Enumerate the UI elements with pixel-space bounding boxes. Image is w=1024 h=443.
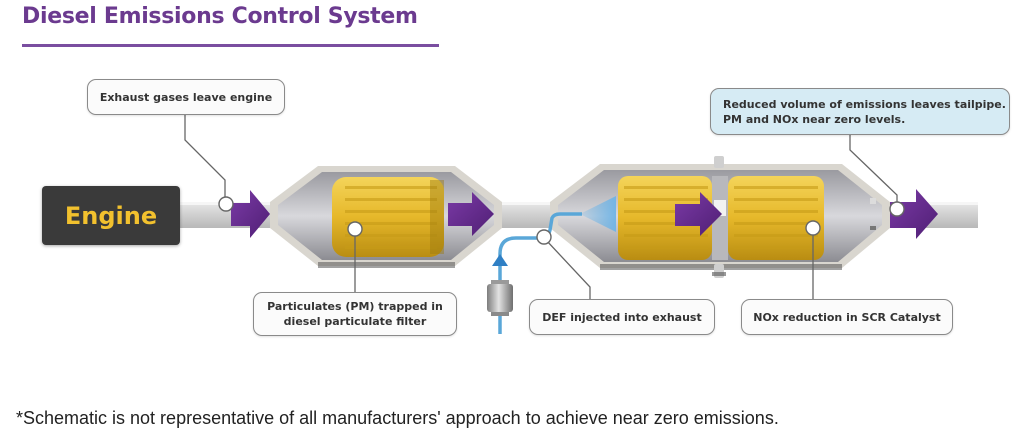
flow-arrow-4-icon	[890, 189, 938, 239]
callout-tailpipe-line2: PM and NOx near zero levels.	[723, 112, 906, 126]
marker-exhaust-out	[218, 196, 234, 212]
callout-def-injected: DEF injected into exhaust	[529, 299, 715, 335]
flow-arrow-2-icon	[448, 192, 494, 236]
def-spray	[580, 196, 616, 232]
marker-scr	[805, 220, 821, 236]
callout-def-injected-text: DEF injected into exhaust	[542, 310, 702, 324]
tailpipe-clamp	[870, 198, 876, 230]
callout-dpf: Particulates (PM) trapped in diesel part…	[253, 292, 457, 336]
def-flow-arrow-icon	[492, 254, 508, 266]
dpf-canister	[270, 166, 502, 268]
page-title: Diesel Emissions Control System	[22, 4, 418, 29]
callout-dpf-line1: Particulates (PM) trapped in	[267, 300, 443, 313]
callout-scr-reduction: NOx reduction in SCR Catalyst	[741, 299, 953, 335]
leader-lines	[184, 113, 898, 300]
injector-icon	[487, 284, 513, 312]
scr-catalyst-core-2	[728, 176, 824, 260]
flow-arrow-1-icon	[231, 190, 270, 238]
callout-dpf-line2: diesel particulate filter	[283, 315, 427, 328]
scr-catalyst-core-1	[618, 176, 712, 260]
engine-label: Engine	[64, 201, 158, 230]
marker-tailpipe	[889, 201, 905, 217]
callout-exhaust-leave: Exhaust gases leave engine	[87, 79, 285, 115]
emissions-schematic	[178, 113, 978, 334]
callout-exhaust-leave-text: Exhaust gases leave engine	[99, 90, 273, 104]
footnote: *Schematic is not representative of all …	[16, 408, 779, 428]
scr-canister	[550, 156, 890, 278]
callout-scr-reduction-text: NOx reduction in SCR Catalyst	[753, 310, 941, 324]
flow-arrow-3-icon	[675, 192, 722, 236]
callout-tailpipe-line1: Reduced volume of emissions leaves tailp…	[723, 97, 1006, 111]
callout-tailpipe: Reduced volume of emissions leaves tailp…	[710, 88, 1010, 135]
title-divider	[22, 44, 439, 47]
marker-dpf	[347, 221, 363, 237]
engine-block: Engine	[42, 186, 180, 245]
marker-def-injection	[536, 229, 552, 245]
dpf-filter-core	[332, 177, 444, 257]
